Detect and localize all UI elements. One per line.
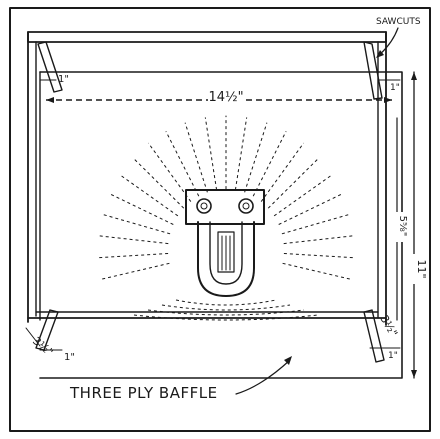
bottom-right-inset-label: 1" [388, 351, 398, 361]
radiation-ray [119, 174, 179, 217]
mount-screw-right-center [242, 202, 250, 210]
radiation-arc [133, 314, 319, 321]
speaker-u-bracket-inner [209, 221, 243, 285]
height-outer-label: 11" [415, 259, 428, 278]
outer-border [9, 7, 431, 432]
radiation-ray [283, 253, 354, 259]
speaker-magnet [217, 231, 235, 273]
width-arrow-right [384, 97, 392, 103]
caption-leader [235, 359, 291, 395]
radiation-ray [281, 213, 350, 235]
radiation-ray [132, 157, 185, 209]
radiation-arc [161, 304, 291, 311]
radiation-ray [98, 235, 169, 245]
radiation-ray [204, 117, 218, 190]
speaker-u-bracket [197, 221, 255, 297]
radiation-ray [252, 131, 287, 197]
height-outer-arrow-bottom [411, 370, 417, 378]
radiation-ray [184, 122, 208, 193]
radiation-ray [102, 213, 171, 235]
left-depth-mark [25, 327, 41, 347]
height-outer-label-bg [406, 254, 422, 284]
radiation-ray [234, 117, 248, 190]
radiation-ray [100, 262, 170, 280]
radiation-ray [282, 262, 352, 280]
height-outer-arrow-top [411, 72, 417, 80]
top-left-inset-label: 1" [58, 74, 69, 85]
top-right-inset-label: 1" [390, 83, 400, 93]
mount-screw-left [196, 198, 212, 214]
frame-top-bar-outer [27, 31, 387, 43]
radiation-ray [267, 157, 320, 209]
radiation-ray [98, 253, 169, 259]
radiation-arc [147, 309, 305, 316]
width-label: 14½" [208, 90, 243, 105]
radiation-pattern [98, 115, 354, 321]
sawcuts-label: SAWCUTS [376, 17, 421, 27]
radiation-ray [147, 142, 192, 202]
bottom-left-inset-label: 1" [64, 352, 75, 363]
bottom-right-brace [363, 309, 385, 363]
sawcuts-arrowhead [376, 50, 384, 58]
radiation-ray [244, 122, 268, 193]
mount-screw-left-center [200, 202, 208, 210]
width-label-bg [208, 88, 244, 104]
radiation-ray [273, 174, 333, 217]
radiation-ray [260, 142, 305, 202]
width-arrow-left [46, 97, 54, 103]
top-left-brace [37, 41, 63, 93]
caption: THREE PLY BAFFLE [69, 384, 218, 402]
height-inner-label-bg [390, 212, 404, 242]
radiation-arc [175, 299, 277, 306]
top-right-brace [363, 41, 383, 100]
radiation-ray [165, 131, 200, 197]
caption-arrowhead [284, 356, 292, 365]
radiation-ray [109, 193, 174, 225]
radiation-ray [278, 193, 343, 225]
mount-screw-right [238, 198, 254, 214]
radiation-ray [283, 235, 354, 245]
height-inner-label: 5⅝" [397, 216, 408, 237]
speaker-mount-plate [185, 189, 265, 225]
